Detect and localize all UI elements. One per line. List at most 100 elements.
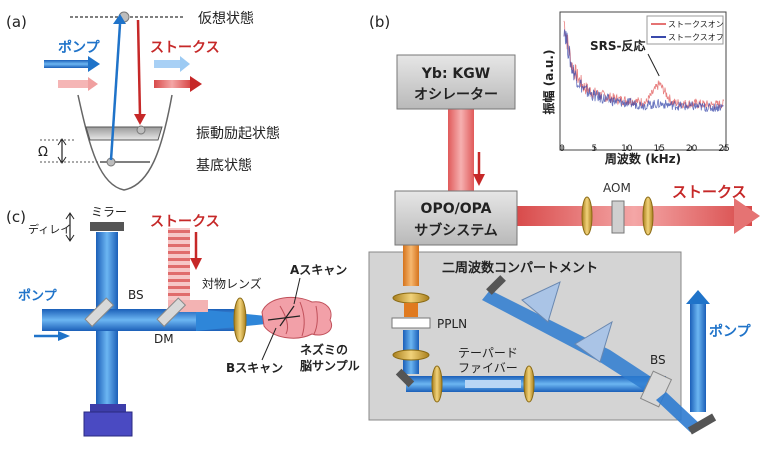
chart-legend: [646, 15, 724, 45]
stokes-arrowhead-icon: [134, 114, 146, 125]
laser-to-opo-beam: [448, 108, 474, 194]
pump-output-arrow-icon: [686, 290, 710, 304]
bs-to-mirror-beam: [656, 392, 700, 432]
chart-grid: [561, 146, 725, 150]
vibrational-dot: [136, 125, 146, 135]
prism-1: [521, 281, 561, 323]
stokes-beam-in-arrow-icon: [88, 77, 98, 91]
panel-a-label: (a): [6, 13, 27, 31]
focused-beam-cone: [196, 309, 266, 331]
stokes-stripe: [168, 286, 190, 289]
lens-aom-left: [581, 196, 593, 236]
stokes-stripe: [168, 251, 190, 254]
laser-label-line1: Yb: KGW: [421, 66, 490, 82]
a-scan-label: Aスキャン: [290, 263, 347, 277]
aom-label: AOM: [603, 181, 631, 195]
b-scan-pointer: [261, 327, 277, 361]
x-tick-label-3: 15: [653, 144, 664, 154]
stokes-transition-arrow: [136, 19, 142, 117]
stokes-beam-out-icon: [154, 80, 190, 88]
down-arrow-icon: [473, 174, 485, 186]
chart-y-axis-label: 振幅 (a.u.): [541, 50, 556, 115]
pump-transition-arrow: [109, 23, 122, 161]
lens-ppln-top: [392, 292, 430, 304]
fiber-label-line2: ファイバー: [458, 361, 518, 375]
stokes-stripe: [168, 244, 190, 247]
prism-2: [574, 320, 613, 363]
sample-label-line1: ネズミの: [300, 342, 348, 357]
panel-a: (a) 仮想状態 ポンプ ストークス: [6, 11, 280, 191]
delay-up-icon: [65, 212, 75, 220]
chart-x-axis-label: 周波数 (kHz): [605, 151, 681, 166]
opo-label-line1: OPO/OPA: [421, 201, 492, 217]
b-scan-label: Bスキャン: [226, 361, 283, 375]
x-tick-label-0: 0: [559, 144, 565, 154]
panel-b: (b) 二周波数コンパートメント ストークス AOM PPLN テーパード ファ…: [368, 13, 760, 435]
laser-label-line2: オシレーター: [414, 87, 498, 103]
pump-output-beam: [690, 302, 706, 412]
ground-state-label: 基底状態: [196, 157, 252, 174]
opo-orange-beam: [403, 244, 419, 286]
lens-ppln-bottom: [392, 349, 430, 361]
a-scan-pointer: [293, 277, 301, 305]
x-tick-label-5: 25: [718, 144, 729, 154]
stokes-stripe: [168, 293, 190, 296]
shg-compartment-title: 二周波数コンパートメント: [442, 260, 598, 276]
series-line-1: [563, 29, 724, 113]
pump-beam-icon: [44, 60, 88, 68]
srs-annotation-pointer: [647, 53, 660, 77]
beamsplitter-c: [84, 297, 115, 328]
aom-crystal: [611, 200, 625, 234]
stokes-output-arrow-icon: [734, 198, 760, 234]
x-tick-label-2: 10: [621, 144, 633, 154]
pump-beam-out-icon: [154, 60, 180, 68]
stokes-output-beam: [516, 206, 752, 226]
ppln-crystal: [391, 317, 431, 329]
yb-kgw-oscillator-box: [396, 54, 516, 110]
detector-cap: [90, 404, 126, 414]
pump-label: ポンプ: [58, 39, 101, 56]
legend-stokes-off: ストークスオフ: [668, 33, 724, 42]
stokes-stripe: [168, 237, 190, 240]
omega-label: Ω: [38, 145, 48, 160]
lens-fiber-right: [523, 365, 535, 403]
pump-label-c: ポンプ: [18, 288, 58, 304]
opo-opa-subsystem-box: [394, 190, 518, 246]
stokes-beam-in-icon: [58, 80, 88, 88]
legend-stokes-on: ストークスオン: [668, 20, 724, 29]
pump-arrow-c-icon: [58, 331, 70, 341]
delay-label: ディレイ: [28, 222, 71, 236]
pump-beam-out-arrow-icon: [180, 56, 190, 72]
ppln-label: PPLN: [437, 317, 467, 331]
stokes-stripe: [168, 265, 190, 268]
down-arrow-c-icon: [190, 258, 202, 270]
mirror-label: ミラー: [91, 205, 127, 219]
stokes-stripe: [168, 230, 190, 233]
tapered-fiber: [465, 380, 521, 388]
fiber-label-line1: テーパード: [458, 346, 518, 360]
omega-down-icon: [57, 156, 67, 164]
pump-output-label: ポンプ: [709, 323, 752, 340]
opo-label-line2: サブシステム: [414, 222, 498, 239]
lens-aom-right: [642, 196, 654, 236]
mirror-compartment-top: [486, 275, 506, 295]
srs-response-annotation: SRS-反応: [590, 38, 646, 53]
ppln-orange-segment: [404, 303, 418, 317]
objective-label: 対物レンズ: [202, 276, 262, 291]
sample-label-line2: 脳サンプル: [300, 358, 360, 373]
mirror-compartment-bottom-left: [395, 368, 415, 388]
lens-fiber-left: [431, 365, 443, 403]
bs-c-label: BS: [128, 288, 144, 302]
stokes-beam-out-arrow-icon: [190, 76, 202, 92]
objective-lens: [233, 297, 247, 343]
mirror-output: [687, 413, 717, 435]
stokes-stripe: [168, 279, 190, 282]
stokes-stripe: [168, 272, 190, 275]
panel-c-label: (c): [6, 208, 26, 226]
stokes-output-label: ストークス: [672, 183, 747, 201]
panel-b-label: (b): [369, 13, 390, 31]
dm-label: DM: [154, 332, 174, 346]
